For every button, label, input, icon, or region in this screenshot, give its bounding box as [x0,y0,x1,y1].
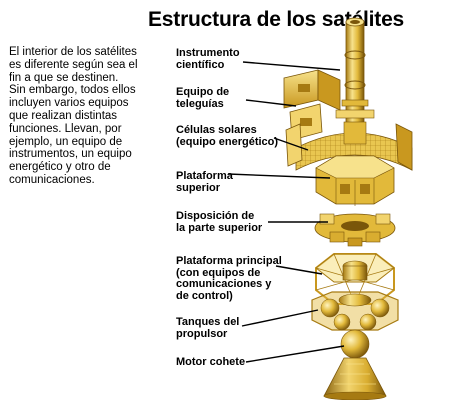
diagram-title: Estructura de los satélites [148,8,405,31]
leader-line-solar [273,137,309,151]
label-main-platform: Plataforma principal (con equipos de com… [176,255,282,302]
label-upper-layout: Disposición de la parte superior [176,210,263,234]
upper-platform-part [315,155,395,206]
label-propellant-tanks: Tanques del propulsor [176,316,240,340]
label-upper-platform: Plataforma superior [176,170,233,194]
intro-line: es diferente según sea el [9,58,138,71]
intro-line: energético y otro de [9,161,111,174]
intro-line: funciones. Llevan, por [9,122,122,135]
label-telemetry-equipment: Equipo de teleguías [176,86,230,110]
leader-line-tanks [241,309,319,327]
intro-line: El interior de los satélites [9,46,137,58]
intro-line: que realizan distintas [9,109,118,122]
intro-line: Sin embargo, todos ellos [9,84,136,97]
intro-paragraph: El interior de los satélites es diferent… [9,46,157,187]
leader-line-main-platform [275,265,323,275]
leader-line-motor [245,345,345,363]
label-rocket-motor: Motor cohete [176,356,246,368]
intro-line: fin a que se destinen. [9,71,119,84]
upper-layout-part [314,213,396,247]
label-scientific-instrument: Instrumento científico [176,47,240,71]
leader-line-upper-platform [227,173,331,179]
scientific-instrument-part [335,17,375,131]
intro-line: ejemplo, un equipo de [9,135,123,148]
intro-line: instrumentos, un equipo [9,148,132,161]
main-platform-part [315,253,395,305]
intro-line: comunicaciones. [9,173,95,186]
leader-line-instrument [242,61,341,71]
intro-line: incluyen varios equipos [9,97,129,110]
label-solar-cells: Células solares (equipo energético) [176,124,279,148]
rocket-motor-part [323,329,387,400]
propellant-tanks-part [311,291,399,331]
leader-line-telemetry [245,99,297,107]
